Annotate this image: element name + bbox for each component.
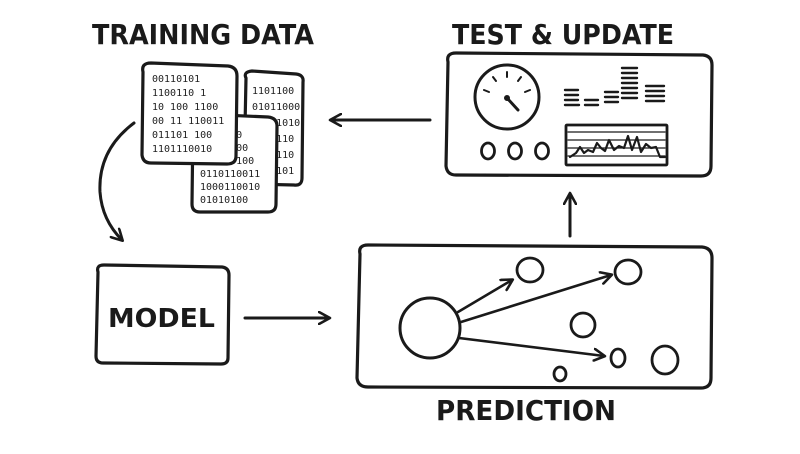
output-node bbox=[609, 347, 627, 369]
binary-row: 00 11 110011 bbox=[152, 116, 224, 127]
data-sheet-front: 00110101 1100110 1 10 100 1100 00 11 110… bbox=[140, 61, 239, 166]
prediction-box bbox=[355, 243, 714, 390]
binary-row: 1101100 bbox=[252, 86, 294, 97]
binary-row: 01011000 bbox=[252, 102, 300, 113]
binary-row: 1101110010 bbox=[152, 144, 212, 155]
input-node bbox=[398, 296, 462, 360]
binary-row: 0110110011 bbox=[200, 169, 260, 180]
output-node bbox=[613, 258, 643, 286]
model-label: MODEL bbox=[108, 304, 215, 334]
test-update-title: TEST & UPDATE bbox=[452, 18, 674, 51]
output-node bbox=[552, 365, 568, 383]
prediction-arrow bbox=[456, 280, 512, 314]
prediction-label: PREDICTION bbox=[436, 394, 616, 427]
output-node bbox=[515, 256, 545, 284]
indicator-circles-icon bbox=[480, 141, 550, 161]
bar-chart-icon bbox=[563, 66, 666, 107]
training-data-title: TRAINING DATA bbox=[92, 18, 314, 51]
prediction-arrow bbox=[457, 336, 604, 356]
binary-row: 1000110010 bbox=[200, 182, 260, 193]
output-node bbox=[569, 311, 597, 339]
binary-row: 1100110 1 bbox=[152, 88, 206, 99]
test-update-box bbox=[444, 51, 714, 178]
binary-row: 00110101 bbox=[152, 74, 200, 85]
model-box: MODEL bbox=[94, 263, 231, 366]
prediction-arrow bbox=[459, 275, 611, 324]
output-node bbox=[650, 344, 680, 376]
binary-row: 10 100 1100 bbox=[152, 102, 218, 113]
gauge-icon bbox=[473, 63, 541, 131]
arrow-data-to-model bbox=[98, 121, 136, 240]
binary-row: 011101 100 bbox=[152, 130, 212, 141]
line-chart-icon bbox=[564, 123, 669, 167]
binary-row: 01010100 bbox=[200, 195, 248, 206]
